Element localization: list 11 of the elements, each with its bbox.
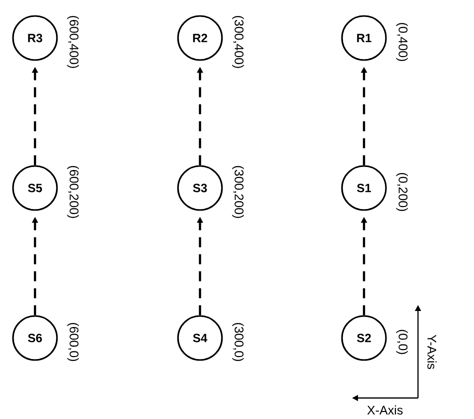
coordinate-label: (0,400) bbox=[396, 22, 408, 62]
coordinate-label: (600,200) bbox=[67, 166, 79, 218]
coordinate-label: (300,400) bbox=[232, 16, 244, 68]
coordinate-label: (600,0) bbox=[67, 322, 79, 361]
coordinate-label: (0,0) bbox=[396, 330, 408, 354]
axis-label: Y-Axis bbox=[427, 334, 437, 370]
coordinate-label: (300,200) bbox=[232, 166, 244, 218]
coordinate-label: (600,400) bbox=[67, 16, 79, 68]
coordinate-label: (0,200) bbox=[396, 172, 408, 212]
coordinate-label: (300,0) bbox=[232, 322, 244, 361]
axis-label: X-Axis bbox=[367, 405, 403, 415]
